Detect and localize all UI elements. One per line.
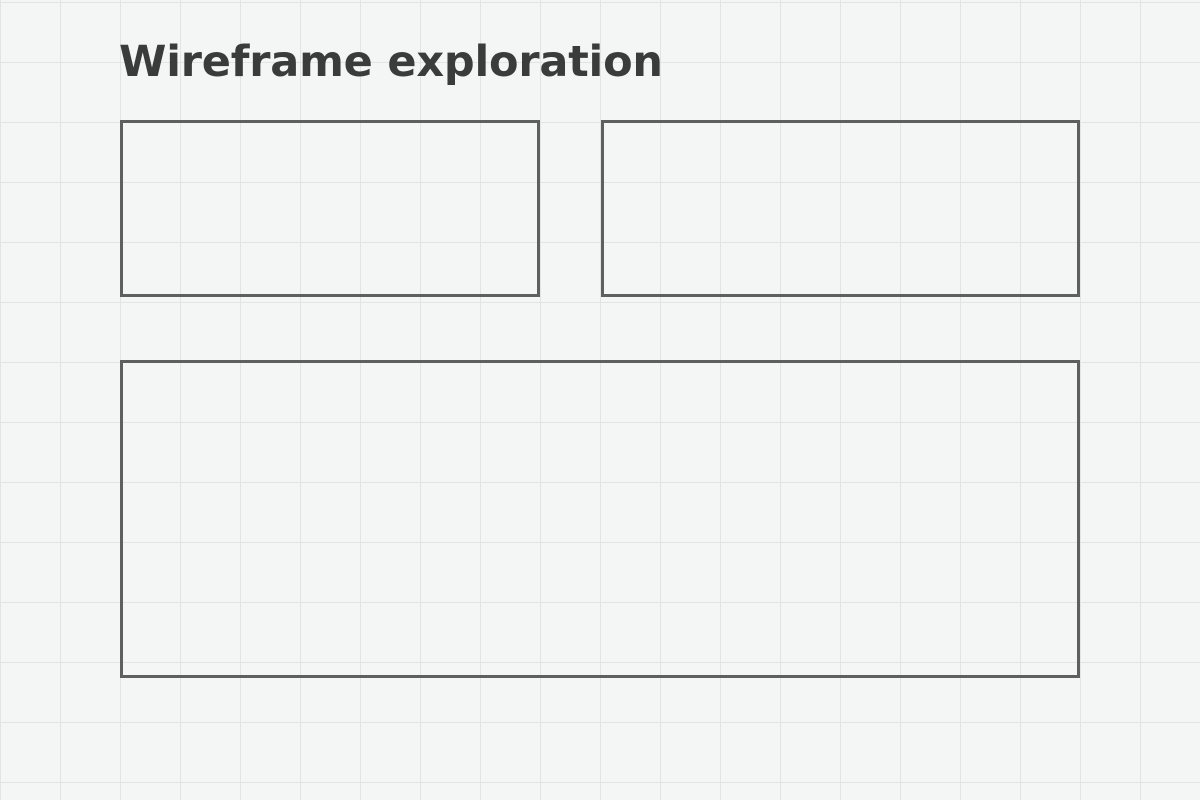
- wireframe-box-3[interactable]: [120, 360, 1080, 678]
- wireframe-box-1[interactable]: [120, 120, 540, 297]
- page-title: Wireframe exploration: [119, 37, 663, 87]
- wireframe-box-2[interactable]: [601, 120, 1080, 297]
